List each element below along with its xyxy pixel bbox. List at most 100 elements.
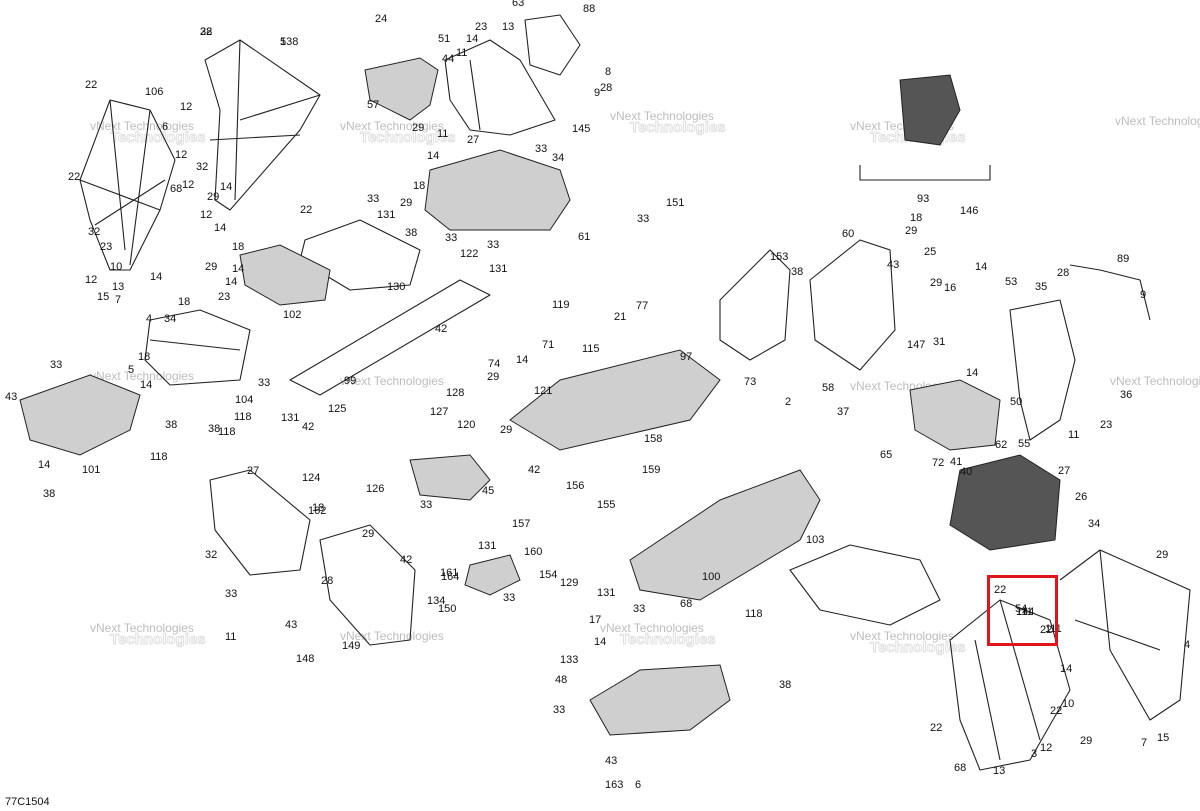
callout-label: 36 — [1120, 389, 1132, 401]
callout-label: 33 — [503, 592, 515, 604]
callout-label: 120 — [457, 419, 475, 431]
callout-label: 8 — [605, 66, 611, 78]
callout-label: 138 — [280, 36, 298, 48]
callout-label: 14 — [966, 367, 978, 379]
callout-label: 7 — [1141, 737, 1147, 749]
watermark: vNext Technologies — [1115, 114, 1200, 128]
callout-label: 89 — [1117, 253, 1129, 265]
callout-label: 22 — [930, 722, 942, 734]
callout-label: 161 — [440, 567, 458, 579]
callout-label: 42 — [302, 421, 314, 433]
callout-label: 122 — [460, 248, 478, 260]
callout-label: 153 — [770, 251, 788, 263]
callout-label: 32 — [88, 226, 100, 238]
callout-label: 33 — [535, 143, 547, 155]
callout-label: 159 — [642, 464, 660, 476]
callout-label: 40 — [960, 466, 972, 478]
callout-label: 41 — [950, 456, 962, 468]
callout-label: 133 — [560, 654, 578, 666]
watermark: vNext Technologies — [600, 621, 704, 635]
callout-label: 29 — [500, 424, 512, 436]
callout-label: 119 — [552, 299, 570, 311]
callout-label: 148 — [296, 653, 314, 665]
callout-label: 34 — [164, 313, 176, 325]
callout-label: 29 — [412, 122, 424, 134]
callout-label: 29 — [487, 371, 499, 383]
callout-label: 144 — [1016, 606, 1034, 618]
callout-label: 55 — [1018, 438, 1030, 450]
callout-label: 27 — [1058, 465, 1070, 477]
callout-label: 163 — [605, 779, 623, 791]
callout-label: 17 — [589, 614, 601, 626]
callout-label: 145 — [572, 123, 590, 135]
callout-label: 42 — [400, 554, 412, 566]
part-drawings — [19, 14, 1191, 771]
callout-label: 12 — [180, 101, 192, 113]
callout-label: 14 — [1060, 663, 1072, 675]
callout-label: 155 — [597, 499, 615, 511]
watermark: vNext Technologies — [90, 621, 194, 635]
callout-label: 35 — [1035, 281, 1047, 293]
callout-label: 33 — [258, 377, 270, 389]
callout-label: 121 — [534, 385, 552, 397]
watermark: vNext Technologies — [340, 629, 444, 643]
callout-label: 5 — [280, 36, 286, 48]
callout-label: 33 — [420, 499, 432, 511]
callout-label: 150 — [438, 603, 456, 615]
callout-label: 88 — [583, 3, 595, 15]
callout-label: 32 — [196, 161, 208, 173]
callout-label: 157 — [512, 518, 530, 530]
callout-label: 23 — [475, 21, 487, 33]
callout-label: 73 — [744, 376, 756, 388]
callout-label: 7 — [115, 294, 121, 306]
callout-label: 99 — [344, 375, 356, 387]
callout-label: 23 — [100, 241, 112, 253]
callout-label: 125 — [328, 403, 346, 415]
callout-label: 131 — [281, 412, 299, 424]
callout-label: 23 — [1100, 419, 1112, 431]
callout-label: 38 — [43, 488, 55, 500]
callout-label: 71 — [542, 339, 554, 351]
callout-label: 5 — [128, 364, 134, 376]
callout-label: 149 — [342, 640, 360, 652]
callout-label: 33 — [367, 193, 379, 205]
callout-label: 38 — [405, 227, 417, 239]
callout-label: 11 — [437, 128, 448, 140]
callout-label: 51 — [438, 33, 450, 45]
callout-label: 127 — [430, 406, 448, 418]
callout-label: 160 — [524, 546, 542, 558]
callout-label: 154 — [539, 569, 557, 581]
callout-label: 14 — [214, 222, 226, 234]
callout-label: 101 — [82, 464, 100, 476]
callout-label: 131 — [478, 540, 496, 552]
callout-label: 57 — [367, 99, 379, 111]
callout-label: 9 — [594, 87, 600, 99]
callout-label: 48 — [555, 674, 567, 686]
callout-label: 16 — [944, 282, 956, 294]
callout-label: 29 — [905, 225, 917, 237]
callout-label: 29 — [400, 197, 412, 209]
callout-label: 74 — [488, 358, 500, 370]
callout-label: 65 — [880, 449, 892, 461]
callout-label: 129 — [560, 577, 578, 589]
callout-label: 11 — [1068, 429, 1079, 441]
callout-label: 14 — [150, 271, 162, 283]
callout-label: 28 — [321, 575, 333, 587]
callout-label: 118 — [218, 426, 236, 438]
callout-label: 27 — [467, 134, 479, 146]
callout-label: 131 — [597, 587, 615, 599]
callout-label: 118 — [234, 411, 252, 423]
callout-label: 6 — [162, 121, 168, 133]
callout-label: 14 — [232, 263, 244, 275]
callout-label: 24 — [375, 13, 387, 25]
callout-label: 22 — [994, 584, 1007, 596]
callout-label: 103 — [806, 534, 824, 546]
callout-label: 118 — [150, 451, 168, 463]
callout-label: 29 — [362, 528, 374, 540]
callout-label: 34 — [1088, 518, 1100, 530]
callout-label: 72 — [932, 457, 944, 469]
highlighted-part-box[interactable]: 22 111 22 — [987, 575, 1058, 646]
callout-label: 12 — [1040, 742, 1052, 754]
callout-label: 68 — [170, 183, 182, 195]
